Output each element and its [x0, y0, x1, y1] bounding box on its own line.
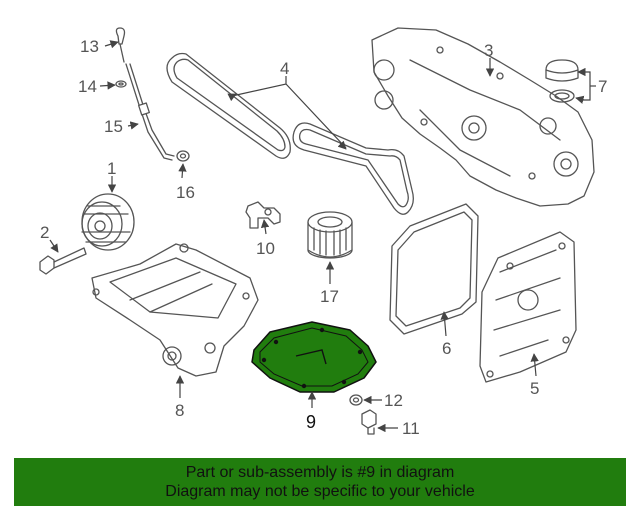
part-14-o-ring[interactable] — [115, 80, 127, 88]
part-8-upper-oil-pan[interactable] — [91, 243, 259, 377]
part-7-oil-filler-cap[interactable] — [545, 59, 579, 103]
callout-5: 5 — [530, 379, 539, 398]
callout-17: 17 — [320, 287, 339, 306]
part-1-crankshaft-pulley[interactable] — [81, 193, 135, 251]
callout-7: 7 — [598, 77, 607, 96]
part-5-side-cover[interactable] — [479, 231, 577, 383]
callout-11: 11 — [402, 419, 420, 438]
part-13-dipstick-handle[interactable] — [115, 27, 126, 63]
banner-line-part-number: Part or sub-assembly is #9 in diagram — [185, 464, 455, 481]
part-12-drain-plug-gasket[interactable] — [349, 394, 363, 406]
callout-8: 8 — [175, 401, 184, 420]
callout-13: 13 — [80, 37, 99, 56]
part-17-oil-filter[interactable] — [307, 211, 353, 259]
callout-1: 1 — [107, 159, 116, 178]
callout-9: 9 — [306, 412, 316, 432]
part-2-pulley-bolt[interactable] — [39, 247, 87, 275]
callout-16: 16 — [176, 183, 195, 202]
callout-10: 10 — [256, 239, 275, 258]
part-9-lower-oil-pan-highlighted[interactable] — [251, 321, 377, 393]
part-15-dipstick-tube[interactable] — [125, 63, 175, 161]
leader-lines — [49, 40, 596, 433]
part-11-drain-plug[interactable] — [361, 409, 377, 435]
callout-4: 4 — [280, 59, 289, 78]
part-3-timing-cover[interactable] — [371, 27, 595, 207]
part-4-drive-belts[interactable] — [166, 52, 414, 215]
highlight-info-banner: Part or sub-assembly is #9 in diagram Di… — [14, 458, 626, 506]
callout-labels: 13 14 15 16 4 3 7 1 2 10 17 6 5 8 9 12 1… — [40, 37, 607, 438]
callout-6: 6 — [442, 339, 451, 358]
part-10-bracket[interactable] — [245, 201, 281, 229]
callout-3: 3 — [484, 41, 493, 60]
part-16-washer[interactable] — [176, 150, 190, 162]
callout-12: 12 — [384, 391, 403, 410]
part-6-cover-gasket[interactable] — [389, 203, 479, 335]
callout-14: 14 — [78, 77, 97, 96]
callout-2: 2 — [40, 223, 49, 242]
banner-line-disclaimer: Diagram may not be specific to your vehi… — [165, 483, 475, 500]
callout-15: 15 — [104, 117, 123, 136]
